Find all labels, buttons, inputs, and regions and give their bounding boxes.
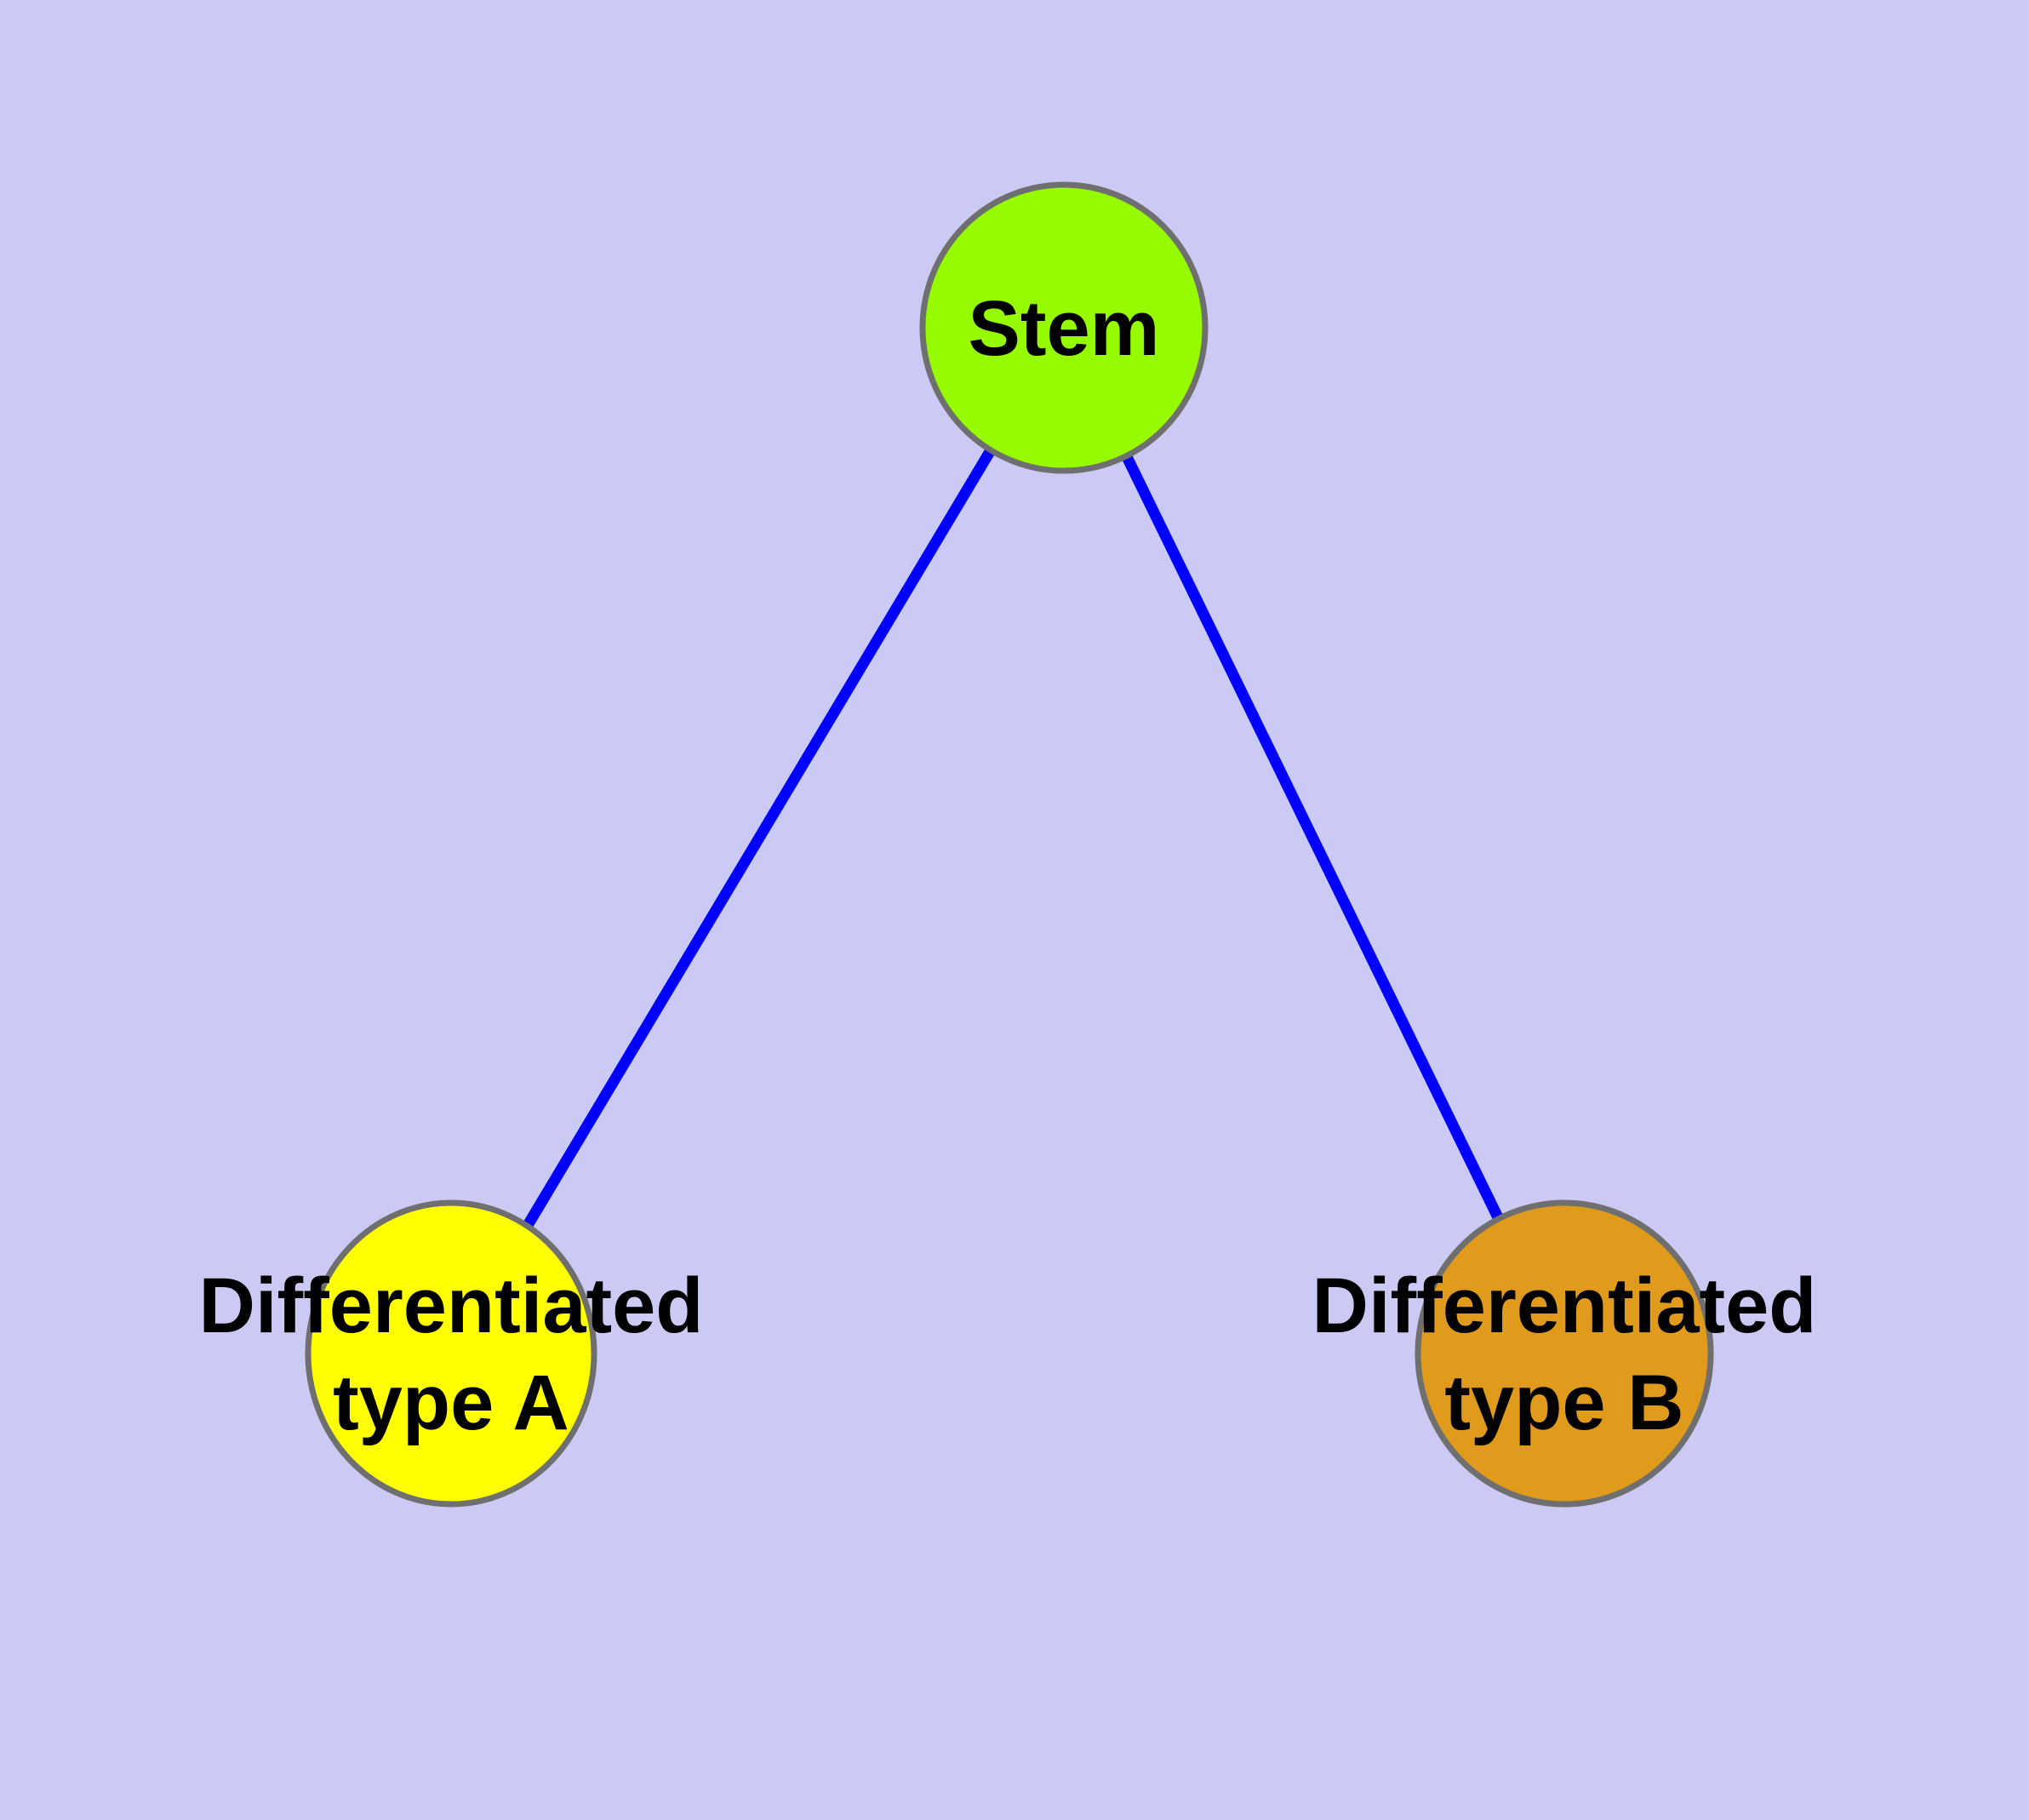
edge-stem-to-differentiated-type-b bbox=[1059, 325, 1569, 1356]
node-label-stem: Stem bbox=[969, 285, 1160, 372]
node-shape-differentiated-type-b bbox=[1415, 1199, 1714, 1508]
edge-stem-to-differentiated-type-a bbox=[446, 324, 1069, 1357]
node-stem: Stem bbox=[919, 181, 1209, 474]
node-shape-stem bbox=[919, 181, 1209, 474]
node-shape-differentiated-type-a bbox=[305, 1199, 597, 1508]
